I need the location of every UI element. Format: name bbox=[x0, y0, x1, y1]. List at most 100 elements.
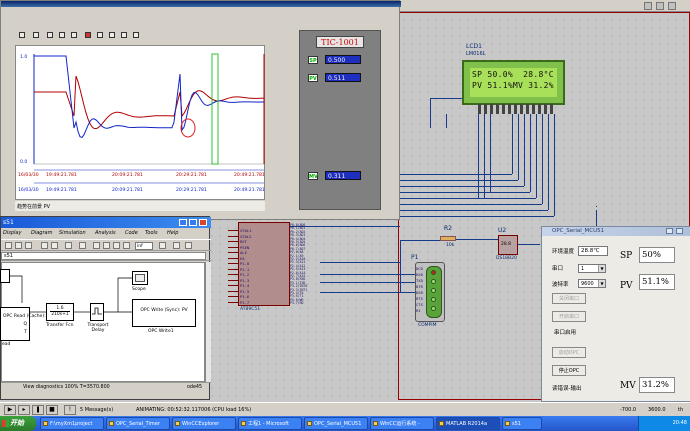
taskbar-item-simulink[interactable]: s51 bbox=[502, 417, 542, 430]
opc-read-block[interactable]: OPC Read (Cache): Q T bbox=[0, 307, 46, 341]
taskbar-item-opc-mcu51[interactable]: OPC_Serial_MCU51 bbox=[304, 417, 368, 430]
settings-icon[interactable] bbox=[79, 242, 86, 249]
env-temp-field[interactable]: 28.8℃ bbox=[578, 246, 608, 256]
toolbar-icon[interactable] bbox=[668, 2, 676, 10]
toolbar-icon[interactable] bbox=[644, 2, 652, 10]
save-icon[interactable] bbox=[133, 32, 139, 38]
stop-opc-button[interactable]: 停止OPC bbox=[552, 365, 586, 376]
opc-window-titlebar[interactable]: OPC_Serial_MCU51 bbox=[542, 227, 690, 236]
menu-help[interactable]: Help bbox=[167, 230, 179, 236]
play-icon[interactable]: ▶ bbox=[4, 405, 16, 415]
port-value: 1 bbox=[581, 266, 585, 272]
resistor-r2[interactable] bbox=[440, 236, 456, 241]
mcu-pin-label: P0.0/AD0 bbox=[290, 223, 306, 227]
serial-port-p1[interactable] bbox=[415, 262, 445, 322]
play-icon[interactable] bbox=[97, 32, 103, 38]
pv-field[interactable]: 51.1% bbox=[639, 274, 675, 290]
mcu-pin-label: P3.6/WR bbox=[290, 297, 304, 302]
step-icon[interactable]: ▸ bbox=[18, 405, 30, 415]
open-port-button[interactable]: 开启串口 bbox=[552, 311, 586, 322]
stop-icon[interactable]: ■ bbox=[46, 405, 58, 415]
stop-icon[interactable] bbox=[85, 32, 91, 38]
source-block[interactable] bbox=[0, 269, 10, 283]
mcu-chip[interactable] bbox=[238, 222, 290, 306]
scope-block[interactable] bbox=[132, 271, 148, 285]
transport-delay-block[interactable] bbox=[90, 303, 104, 321]
read-status-label: 读错误-输出 bbox=[552, 386, 582, 392]
x-axis-time-1-bottom: 20:09:21.781 bbox=[112, 187, 143, 193]
pause-icon[interactable]: ❚ bbox=[32, 405, 44, 415]
taskbar-item-matlab[interactable]: MATLAB R2014a bbox=[436, 417, 500, 430]
port-select[interactable]: 1 ▼ bbox=[578, 264, 606, 273]
prev-icon[interactable] bbox=[109, 32, 115, 38]
menu-tools[interactable]: Tools bbox=[145, 230, 158, 236]
check-icon[interactable] bbox=[173, 242, 180, 249]
sp-field[interactable]: 50% bbox=[639, 247, 675, 263]
trend-window[interactable]: 1.0 0.0 16/03/30 19:49:21.781 20:09:21.7… bbox=[0, 0, 401, 220]
status-diagnostics[interactable]: View diagnostics 100% T=3570.800 bbox=[23, 385, 110, 390]
maximize-button[interactable] bbox=[189, 219, 197, 226]
vertical-scrollbar[interactable] bbox=[205, 262, 211, 382]
next-icon[interactable] bbox=[121, 32, 127, 38]
menu-code[interactable]: Code bbox=[125, 230, 138, 236]
opc-read-pin-t: T bbox=[24, 330, 27, 335]
messages-count[interactable]: 5 Message(s) bbox=[80, 407, 114, 413]
taskbar-item-opc-timer[interactable]: OPC_Serial_Timer bbox=[106, 417, 170, 430]
message-icon[interactable]: ! bbox=[64, 405, 76, 415]
stop-icon[interactable] bbox=[123, 242, 130, 249]
simulink-titlebar[interactable]: s51 bbox=[1, 217, 211, 228]
settings-icon[interactable] bbox=[33, 32, 39, 38]
pause-icon[interactable] bbox=[103, 242, 110, 249]
lcd-display[interactable]: SP 50.0% 28.8°C PV 51.1%MV 31.2% bbox=[462, 60, 565, 105]
taskbar-item-project[interactable]: 工程1 - Microsoft bbox=[238, 417, 302, 430]
step-back-icon[interactable] bbox=[93, 242, 100, 249]
transfer-fcn-block[interactable]: 1.6 210s+1 bbox=[46, 303, 74, 321]
save-icon[interactable] bbox=[25, 242, 32, 249]
mode-icon[interactable] bbox=[159, 242, 166, 249]
trend-chart-frame[interactable]: 1.0 0.0 16/03/30 19:49:21.781 20:09:21.7… bbox=[15, 45, 265, 200]
taskbar-item-wincc-runtime[interactable]: WinCC运行系统 - bbox=[370, 417, 434, 430]
toolbar-icon[interactable] bbox=[656, 2, 664, 10]
menu-display[interactable]: Display bbox=[3, 230, 22, 236]
simulink-window[interactable]: s51 Display Diagram Simulation Analysis … bbox=[0, 216, 211, 400]
taskbar-item-wincc-explorer[interactable]: WinCCExplorer bbox=[172, 417, 236, 430]
menu-diagram[interactable]: Diagram bbox=[31, 230, 53, 236]
minimize-button[interactable] bbox=[179, 219, 187, 226]
taskbar-item-explorer[interactable]: F:\myXm1project bbox=[40, 417, 104, 430]
menu-simulation[interactable]: Simulation bbox=[59, 230, 86, 236]
ruler-cursor[interactable] bbox=[211, 53, 219, 165]
library-icon[interactable] bbox=[65, 242, 72, 249]
simulink-model-canvas[interactable]: OPC Read (Cache): Q T ead 1.6 210s+1 Tra… bbox=[0, 262, 205, 382]
close-button[interactable] bbox=[199, 219, 207, 226]
start-button[interactable]: 开始 bbox=[0, 416, 36, 431]
windows-logo-icon bbox=[2, 420, 9, 427]
close-button[interactable] bbox=[676, 228, 683, 234]
model-path[interactable]: s51 bbox=[1, 252, 206, 260]
start-opc-button[interactable]: 启动OPC bbox=[552, 347, 586, 358]
step-forward-icon[interactable] bbox=[113, 242, 120, 249]
mcu-pin-label: P2.5/A13 bbox=[290, 267, 306, 272]
menu-analysis[interactable]: Analysis bbox=[95, 230, 116, 236]
trend-chart[interactable]: 1.0 0.0 16/03/30 19:49:21.781 20:09:21.7… bbox=[16, 46, 266, 201]
mv-field[interactable]: 31.2% bbox=[639, 377, 675, 393]
stop-time-field[interactable]: inf bbox=[135, 242, 153, 250]
zoom-icon[interactable] bbox=[59, 32, 65, 38]
help-icon[interactable] bbox=[19, 32, 25, 38]
temperature-sensor-u2[interactable]: 28.8 bbox=[498, 235, 518, 255]
open-icon[interactable] bbox=[15, 242, 22, 249]
build-icon[interactable] bbox=[185, 242, 192, 249]
trend-window-titlebar[interactable] bbox=[1, 1, 401, 7]
opc-serial-window[interactable]: OPC_Serial_MCU51 环境温度 28.8℃ SP 50% 串口 1 … bbox=[541, 226, 690, 402]
opc-write-block[interactable]: OPC Write (Sync): PV bbox=[132, 299, 196, 327]
back-icon[interactable] bbox=[41, 242, 48, 249]
x-axis-time-0-top: 19:49:21.781 bbox=[46, 172, 77, 178]
new-icon[interactable] bbox=[5, 242, 12, 249]
clock[interactable]: 20:48 bbox=[672, 420, 687, 426]
sp-value-field[interactable]: 0.500 bbox=[325, 55, 361, 64]
minimize-button[interactable] bbox=[666, 228, 673, 234]
baud-select[interactable]: 9600 ▼ bbox=[578, 279, 606, 288]
forward-icon[interactable] bbox=[51, 242, 58, 249]
first-page-icon[interactable] bbox=[47, 32, 53, 38]
curve-icon[interactable] bbox=[71, 32, 77, 38]
close-port-button[interactable]: 关闭串口 bbox=[552, 293, 586, 304]
